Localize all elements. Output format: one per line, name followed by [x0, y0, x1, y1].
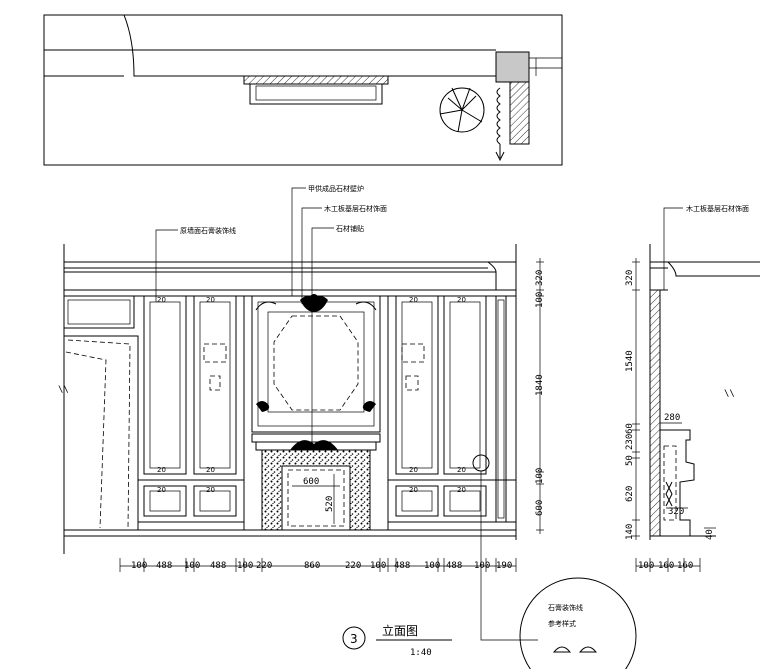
svg-text:20: 20 — [457, 486, 466, 494]
dim-right-1: 320 — [535, 270, 545, 286]
dim-bottom-5: 100 — [237, 561, 253, 571]
side-dim-bottom-3: 160 — [677, 561, 693, 571]
annotation-fireplace: 甲供成品石材壁炉 — [308, 184, 364, 193]
svg-text:20: 20 — [157, 486, 166, 494]
annotation-stone-paste: 石材铺贴 — [336, 224, 364, 233]
svg-text:20: 20 — [409, 466, 418, 474]
dim-bottom-2: 488 — [156, 561, 172, 571]
dim-right-4: 100 — [535, 468, 545, 484]
side-wall-hatch — [649, 289, 661, 537]
detail-line-2: 参考样式 — [548, 619, 576, 628]
leaders — [155, 187, 683, 641]
dim-bottom-1: 100 — [131, 561, 147, 571]
dim-bottom-14: 190 — [496, 561, 512, 571]
side-dim-left-5: 50 — [625, 455, 635, 466]
front-elevation: 20 20 20 20 20 20 20 20 20 20 20 20 \\ — [58, 244, 517, 554]
annotation-wood-stone: 木工板基层石材饰面 — [324, 204, 387, 213]
dim-bottom-8: 220 — [345, 561, 361, 571]
dim-bottom-7: 860 — [304, 561, 320, 571]
svg-text:20: 20 — [206, 296, 215, 304]
side-dim-bottom-2: 160 — [658, 561, 674, 571]
plan-column — [495, 51, 530, 83]
dim-right-3: 1840 — [535, 374, 545, 396]
dim-bottom-9: 100 — [370, 561, 386, 571]
dim-right-2: 100 — [535, 292, 545, 308]
side-left-dims — [632, 258, 640, 540]
title-name: 立面图 — [382, 623, 418, 638]
side-dim-bottom-1: 100 — [638, 561, 654, 571]
svg-text:20: 20 — [206, 486, 215, 494]
front-bottom-dims — [119, 558, 701, 572]
plan-coil — [496, 87, 501, 145]
detail-line-1: 石膏装饰线 — [548, 603, 583, 612]
svg-text:20: 20 — [457, 296, 466, 304]
dim-bottom-10: 488 — [394, 561, 410, 571]
dim-bottom-11: 100 — [424, 561, 440, 571]
fireplace-height: 520 — [325, 496, 335, 512]
side-dim-40: 40 — [705, 529, 715, 540]
dim-bottom-6: 220 — [256, 561, 272, 571]
side-dim-320: 320 — [668, 507, 684, 517]
annotation-plaster-line: 原墙面石膏装饰线 — [180, 226, 236, 235]
plan-side-wall-hatch — [509, 81, 530, 145]
side-dim-left-3: 60 — [625, 423, 635, 434]
dim-bottom-4: 488 — [210, 561, 226, 571]
dim-bottom-12: 488 — [446, 561, 462, 571]
svg-text:20: 20 — [157, 296, 166, 304]
detail-bubble — [519, 577, 637, 669]
annotation-side-wall: 木工板基层石材饰面 — [686, 204, 749, 213]
svg-text:20: 20 — [206, 466, 215, 474]
plan-plant-symbol — [439, 87, 485, 133]
side-dim-left-2: 1540 — [625, 350, 635, 372]
svg-text:20: 20 — [457, 466, 466, 474]
title-number: 3 — [350, 632, 358, 646]
dim-bottom-13: 100 — [474, 561, 490, 571]
side-dim-left-4: 230 — [625, 434, 635, 450]
svg-text:20: 20 — [409, 296, 418, 304]
dim-bottom-3: 100 — [184, 561, 200, 571]
drawing-title — [342, 626, 452, 650]
title-scale: 1:40 — [410, 648, 432, 658]
top-ornament — [255, 294, 377, 312]
svg-text:20: 20 — [157, 466, 166, 474]
side-dim-280: 280 — [664, 413, 680, 423]
fireplace-width: 600 — [303, 477, 319, 487]
side-wall-mark: \\ — [724, 389, 735, 399]
side-elevation — [649, 244, 760, 540]
front-right-dims — [536, 258, 544, 534]
side-dim-left-7: 140 — [625, 524, 635, 540]
left-wall-mark: \\ — [58, 385, 69, 395]
side-dim-left-1: 320 — [625, 270, 635, 286]
svg-text:20: 20 — [409, 486, 418, 494]
plan-view — [43, 14, 563, 166]
dim-right-5: 600 — [535, 500, 545, 516]
fireplace — [251, 433, 381, 531]
plan-fireplace-hatch — [243, 75, 389, 85]
side-dim-left-6: 620 — [625, 486, 635, 502]
